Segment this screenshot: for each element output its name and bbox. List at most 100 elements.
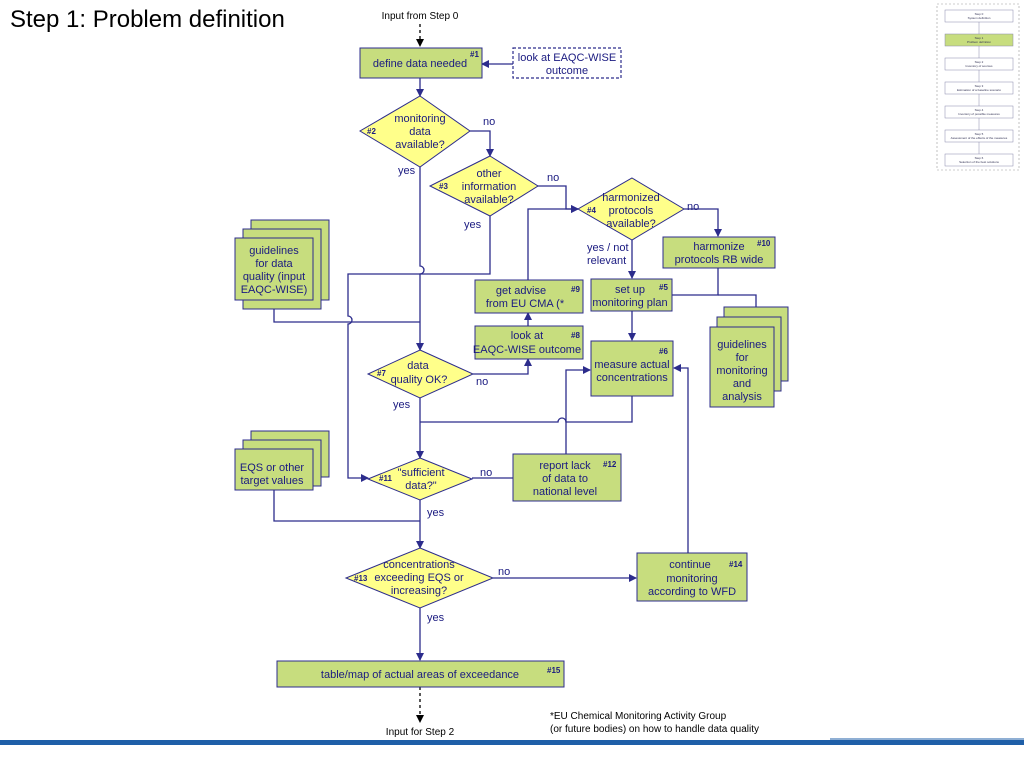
node-5-line1: set up <box>615 284 645 296</box>
decision-13-line2: exceeding EQS or <box>374 572 464 584</box>
decision-3-line1: other <box>476 168 501 180</box>
document-eqs-targets[interactable]: EQS or other target values <box>234 430 330 491</box>
overview-step-label: Inventory of sources <box>965 64 993 68</box>
overview-step-label: Step 0 <box>975 12 984 16</box>
node-1-text: define data needed <box>373 58 467 70</box>
decision-4[interactable]: harmonized protocols available? #4 <box>576 177 685 241</box>
overview-step-label: Selection of the best solutions <box>959 160 999 164</box>
overview-step-label: Step 2 <box>975 60 984 64</box>
decision-7[interactable]: data quality OK? #7 <box>366 349 475 399</box>
node-10-line1: harmonize <box>693 241 744 253</box>
node-12-line1: report lack <box>539 460 591 472</box>
overview-step-label: Step 5 <box>975 132 984 136</box>
node-wise-line1: look at EAQC-WISE <box>518 52 616 64</box>
decision-13-line1: concentrations <box>383 559 455 571</box>
overview-step-label: Estimation of a baseline scenario <box>957 88 1001 92</box>
node-9-num: #9 <box>571 285 580 294</box>
node-10-num: #10 <box>757 239 771 248</box>
node-10-line2: protocols RB wide <box>675 254 764 266</box>
docA-line3: quality (input <box>243 271 305 283</box>
decision-13-line3: increasing? <box>391 585 447 597</box>
overview-step-label: Step 3 <box>975 84 984 88</box>
decision-2[interactable]: monitoring data available? #2 <box>359 95 471 168</box>
overview-step-label: Inventory of possible measures <box>958 112 1000 116</box>
docB-line1: guidelines <box>717 339 767 351</box>
node-15-num: #15 <box>547 666 561 675</box>
footnote-line1: *EU Chemical Monitoring Activity Group <box>550 711 727 722</box>
node-14-line3: according to WFD <box>648 586 736 598</box>
node-wise-line2: outcome <box>546 65 588 77</box>
decision-13[interactable]: concentrations exceeding EQS or increasi… <box>344 547 495 609</box>
footnote-line2: (or future bodies) on how to handle data… <box>550 724 759 735</box>
decision-11-line1: "sufficient <box>397 467 444 479</box>
n3-yes-label: yes <box>464 219 482 231</box>
overview-step-label: Problem definition <box>967 40 991 44</box>
docA-line1: guidelines <box>249 245 299 257</box>
overview-step-label: Step 1 <box>975 36 984 40</box>
node-wise[interactable]: look at EAQC-WISE outcome <box>512 47 622 79</box>
decision-7-line1: data <box>407 360 429 372</box>
node-14-line1: continue <box>669 559 711 571</box>
docA-line2: for data <box>255 258 293 270</box>
overview-step-label: System definition <box>968 16 991 20</box>
node-9-line2: from EU CMA (* <box>486 298 565 310</box>
node-15-text: table/map of actual areas of exceedance <box>321 669 519 681</box>
document-guidelines-monitoring[interactable]: guidelines for monitoring and analysis <box>709 306 789 408</box>
node-14[interactable]: continue monitoring according to WFD #14 <box>636 552 748 602</box>
decision-4-line3: available? <box>606 218 656 230</box>
docB-line2: for <box>736 352 749 364</box>
node-12-line2: of data to <box>542 473 588 485</box>
decision-11-num: #11 <box>379 474 392 483</box>
page-title: Step 1: Problem definition <box>10 6 285 33</box>
n2-yes-label: yes <box>398 165 416 177</box>
connectors <box>273 24 757 723</box>
decision-4-num: #4 <box>587 206 596 215</box>
decision-3[interactable]: other information available? #3 <box>428 155 539 217</box>
overview-step-label: Step 4 <box>975 108 984 112</box>
n4-no-label: no <box>687 201 699 213</box>
n13-yes-label: yes <box>427 612 445 624</box>
node-10[interactable]: harmonize protocols RB wide #10 <box>662 236 776 269</box>
node-8-num: #8 <box>571 331 580 340</box>
node-1[interactable]: define data needed #1 <box>359 47 483 79</box>
decision-7-num: #7 <box>377 369 386 378</box>
docA-line4: EAQC-WISE) <box>241 284 308 296</box>
decision-2-line2: data <box>409 126 431 138</box>
node-8-line1: look at <box>511 330 543 342</box>
decision-4-line1: harmonized <box>602 192 659 204</box>
n3-no-label: no <box>547 172 559 184</box>
overview-step-label: Step 6 <box>975 156 984 160</box>
document-guidelines-data-quality[interactable]: guidelines for data quality (input EAQC-… <box>234 219 330 310</box>
docC-line2: target values <box>241 475 304 487</box>
node-15[interactable]: table/map of actual areas of exceedance … <box>276 660 565 688</box>
node-8-line2: EAQC-WISE outcome <box>473 344 581 356</box>
decision-3-line2: information <box>462 181 516 193</box>
decision-2-line3: available? <box>395 139 445 151</box>
node-5-num: #5 <box>659 283 668 292</box>
docB-line5: analysis <box>722 391 762 403</box>
input-label: Input from Step 0 <box>382 11 459 22</box>
docB-line4: and <box>733 378 751 390</box>
node-1-num: #1 <box>470 50 479 59</box>
docB-line3: monitoring <box>716 365 767 377</box>
decision-2-line1: monitoring <box>394 113 445 125</box>
overview-step-box[interactable] <box>944 153 1014 167</box>
node-14-num: #14 <box>729 560 743 569</box>
node-6-line2: concentrations <box>596 372 668 384</box>
decision-7-line2: quality OK? <box>391 374 448 386</box>
node-8[interactable]: look at EAQC-WISE outcome #8 <box>473 325 584 360</box>
node-12[interactable]: report lack of data to national level #1… <box>512 453 622 502</box>
node-6[interactable]: measure actual concentrations #6 <box>590 340 674 397</box>
node-5[interactable]: set up monitoring plan #5 <box>590 278 673 312</box>
node-6-num: #6 <box>659 347 668 356</box>
node-9-line1: get advise <box>496 285 546 297</box>
n4-yes-label-2: relevant <box>587 255 626 267</box>
docC-line1: EQS or other <box>240 462 305 474</box>
decision-11[interactable]: "sufficient data?" #11 <box>366 457 474 501</box>
decision-3-line3: available? <box>464 194 514 206</box>
node-6-line1: measure actual <box>594 359 669 371</box>
node-9[interactable]: get advise from EU CMA (* #9 <box>474 279 584 314</box>
node-12-num: #12 <box>603 460 617 469</box>
